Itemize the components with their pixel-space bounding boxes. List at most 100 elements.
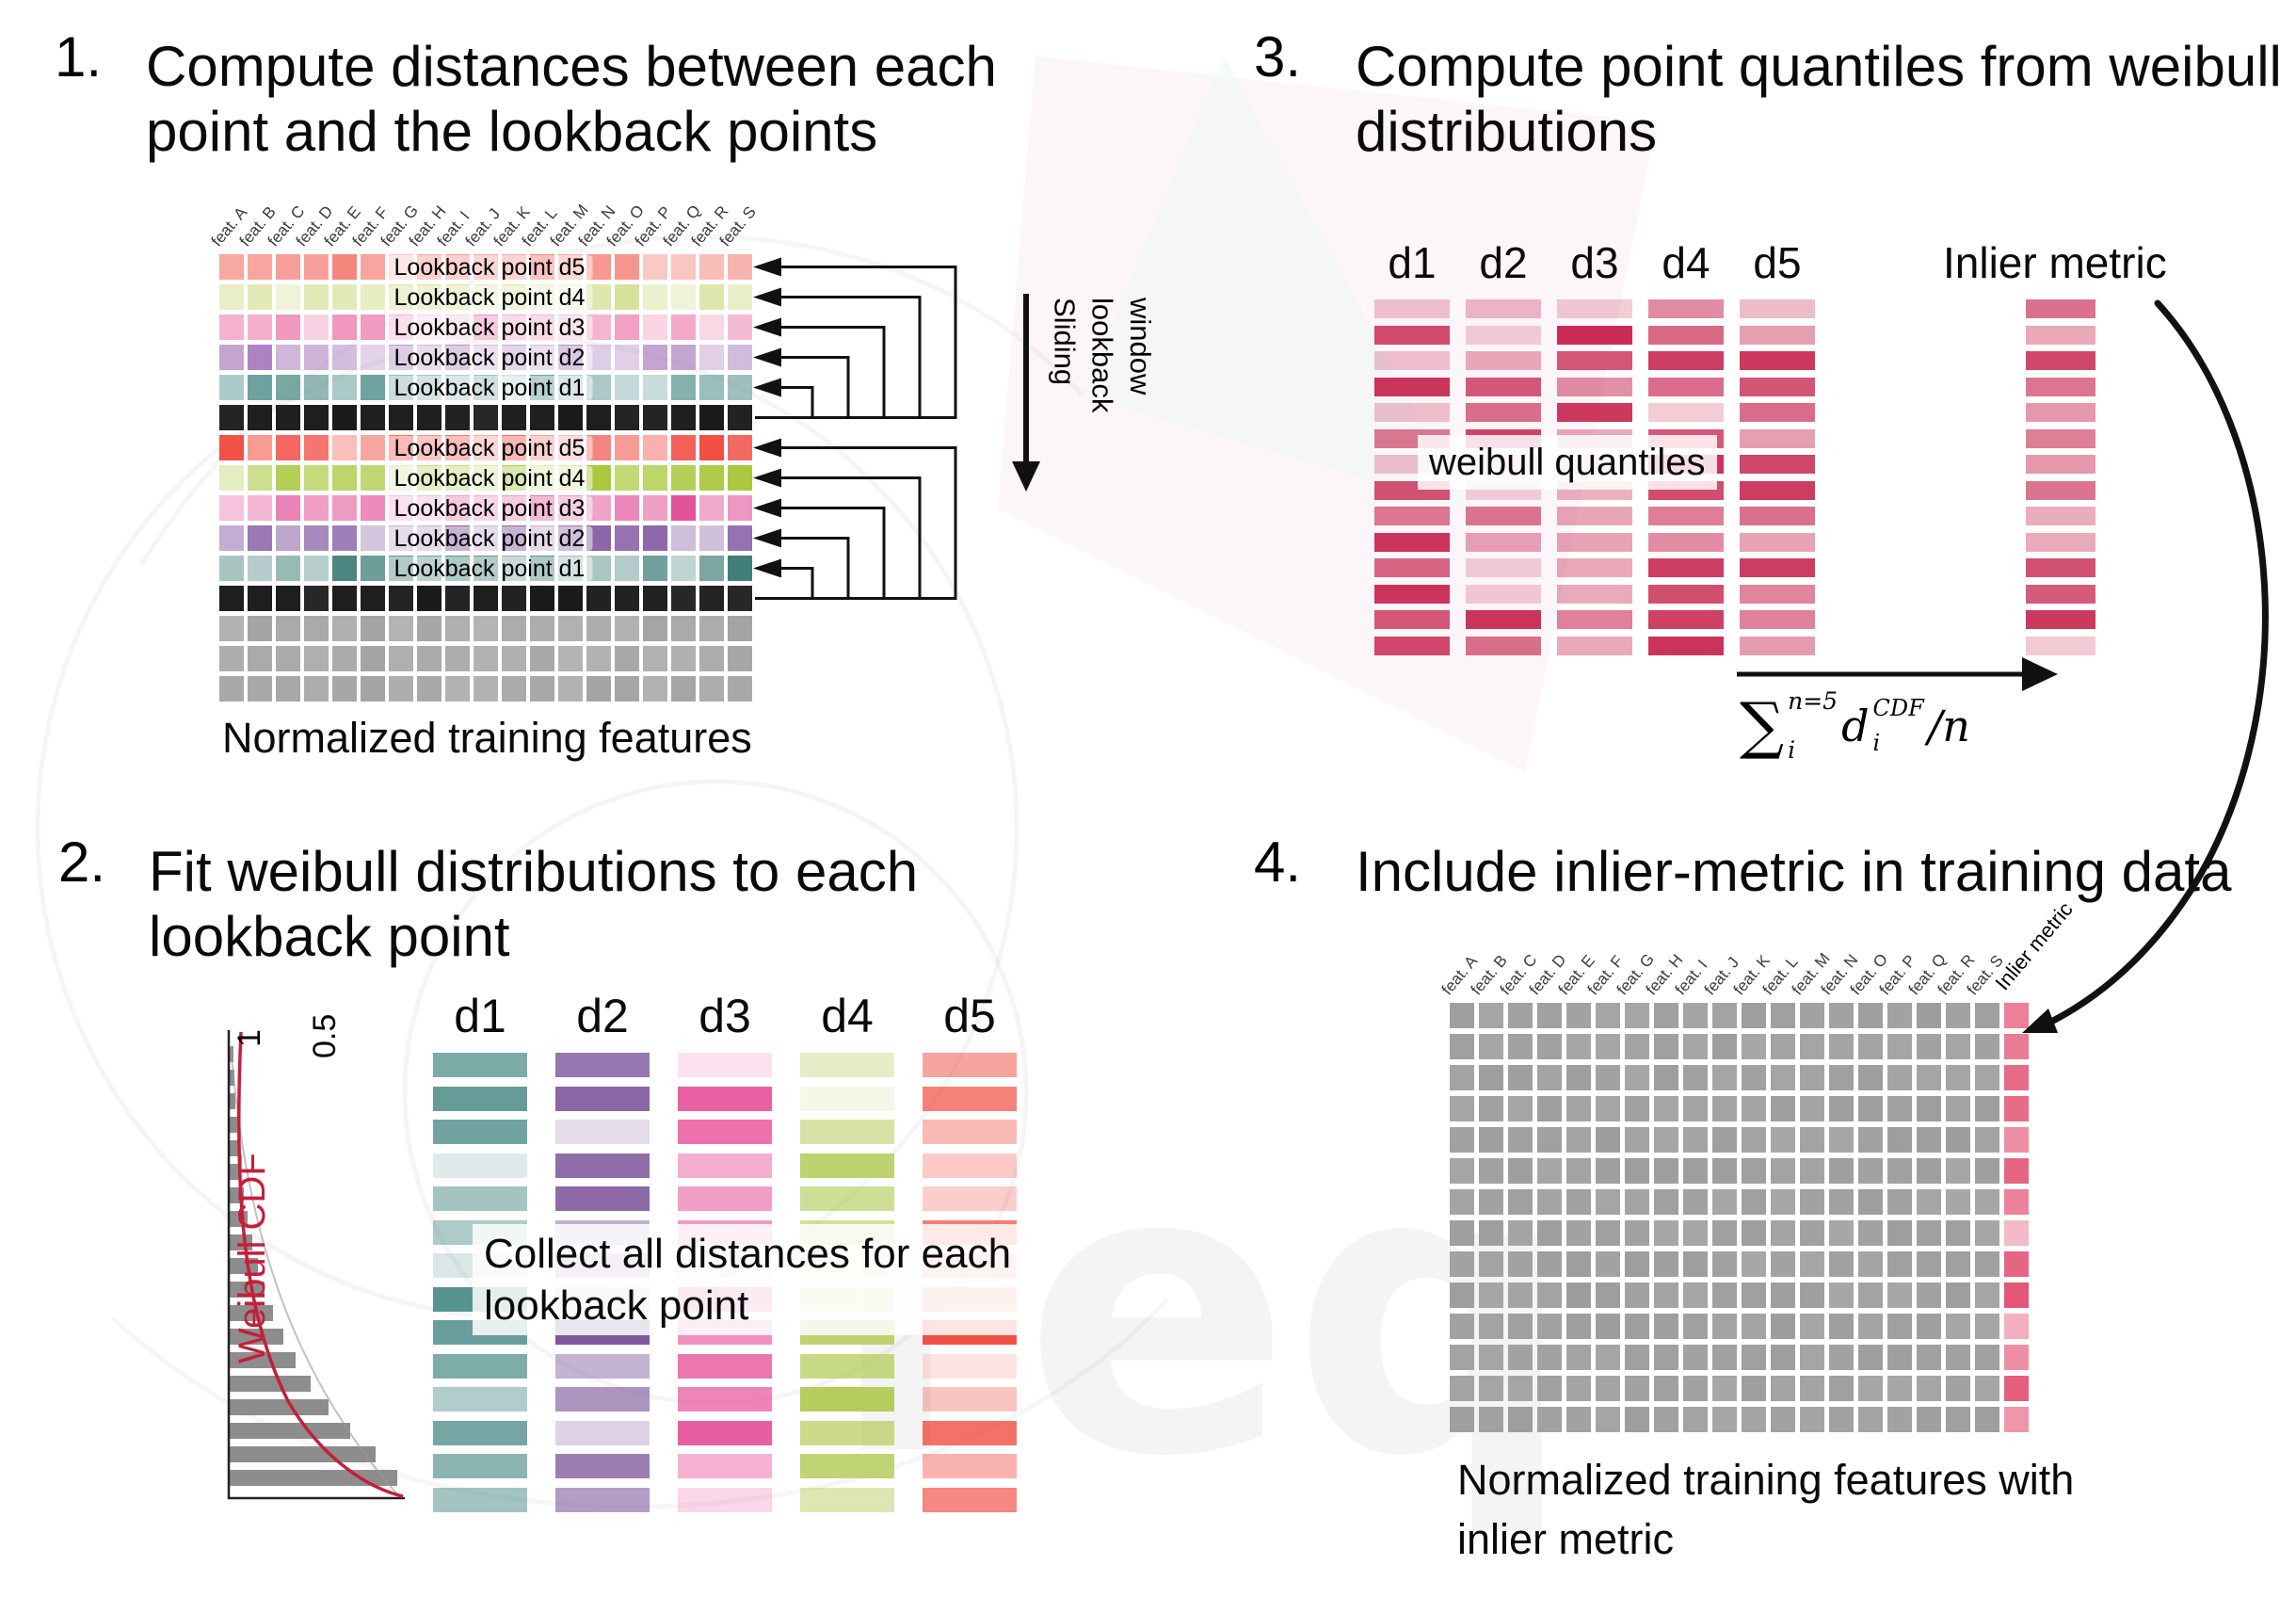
feature-cell (1566, 1314, 1591, 1339)
feature-cell (1596, 1220, 1620, 1246)
feature-cell (1917, 1314, 1941, 1339)
feature-cell (671, 375, 696, 400)
feature-cell (1683, 1345, 1708, 1370)
feature-cell (1829, 1034, 1854, 1059)
collect-distances-note: Collect all distances for each lookback … (473, 1224, 1037, 1335)
feature-cell (1625, 1251, 1649, 1277)
feature-cell (1683, 1407, 1708, 1432)
current-point-cell (728, 586, 752, 611)
feature-cell (1654, 1127, 1678, 1153)
feature-cell (1625, 1189, 1649, 1215)
quantile-bar (1740, 507, 1815, 525)
quantile-bar (1557, 377, 1632, 396)
inlier-metric-cell (2004, 1127, 2029, 1153)
future-point-cell (615, 676, 639, 702)
future-point-cell (276, 676, 300, 702)
quantile-mean-formula: ∑ n=5 i d CDF i /n (1740, 688, 1970, 763)
current-point-cell (586, 405, 611, 430)
feature-cell (1800, 1189, 1824, 1215)
future-point-cell (728, 676, 752, 702)
feature-cell (1975, 1251, 1999, 1277)
feature-cell (1596, 1376, 1620, 1401)
feature-cell (1683, 1376, 1708, 1401)
feature-cell (1858, 1096, 1883, 1121)
feature-cell (1596, 1189, 1620, 1215)
feature-cell (304, 375, 329, 400)
future-point-cell (332, 676, 357, 702)
feature-cell (643, 375, 667, 400)
distance-bar (800, 1353, 894, 1379)
distance-bar (678, 1353, 772, 1379)
distance-bar (800, 1186, 894, 1211)
future-point-cell (361, 646, 385, 671)
feature-cell (1479, 1189, 1503, 1215)
feature-cell (304, 556, 329, 581)
feature-cell (1625, 1220, 1649, 1246)
feature-cell (1858, 1127, 1883, 1153)
feature-cell (1654, 1003, 1678, 1028)
quantile-column-label: d2 (1479, 238, 1528, 287)
feature-cell (219, 525, 244, 551)
lookback-row-label: Lookback point d4 (386, 285, 593, 310)
future-point-cell (615, 616, 639, 641)
variable-superscript: CDF (1872, 695, 1924, 721)
quantile-bar (1557, 403, 1632, 422)
feature-cell (1742, 1251, 1766, 1277)
feature-cell (1712, 1096, 1737, 1121)
feature-cell (1450, 1282, 1474, 1308)
feature-cell (1742, 1189, 1766, 1215)
feature-cell (615, 375, 639, 400)
histogram-bar (230, 1305, 273, 1321)
feature-cell (276, 284, 300, 310)
feature-cell (1566, 1189, 1591, 1215)
distance-bar (678, 1186, 772, 1211)
future-point-cell (558, 676, 583, 702)
feature-cell (1450, 1314, 1474, 1339)
feature-cell (1450, 1034, 1474, 1059)
feature-cell (1566, 1065, 1591, 1090)
feature-cell (1450, 1065, 1474, 1090)
feature-cell (1771, 1034, 1795, 1059)
feature-cell (1683, 1158, 1708, 1184)
feature-cell (1450, 1158, 1474, 1184)
feature-cell (1771, 1065, 1795, 1090)
distance-bar (678, 1153, 772, 1178)
feature-cell (728, 315, 752, 340)
feature-cell (671, 556, 696, 581)
feature-cell (1887, 1065, 1912, 1090)
feature-cell (1887, 1251, 1912, 1277)
feature-cell (1946, 1220, 1970, 1246)
feature-cell (1800, 1158, 1824, 1184)
feature-cell (304, 284, 329, 310)
distance-bar (923, 1387, 1017, 1411)
distance-bar (555, 1186, 650, 1211)
feature-cell (332, 254, 357, 280)
feature-cell (1887, 1158, 1912, 1184)
feature-cell (1654, 1282, 1678, 1308)
quantile-bar (1740, 351, 1815, 370)
feature-cell (1537, 1189, 1562, 1215)
feature-cell (1479, 1096, 1503, 1121)
future-point-cell (389, 676, 413, 702)
feature-cell (1829, 1003, 1854, 1028)
feature-cell (1712, 1158, 1737, 1184)
feature-cell (728, 435, 752, 460)
quantile-bar (1740, 455, 1815, 474)
distance-bar (678, 1086, 772, 1111)
feature-cell (1596, 1034, 1620, 1059)
distance-bar (555, 1487, 650, 1512)
distance-bar (555, 1387, 650, 1411)
feature-cell (671, 284, 696, 310)
quantile-bar (1466, 403, 1541, 422)
feature-cell (1537, 1127, 1562, 1153)
feature-cell (1858, 1003, 1883, 1028)
lookback-row-label: Lookback point d2 (386, 526, 593, 551)
feature-cell (1566, 1034, 1591, 1059)
feature-cell (276, 435, 300, 460)
feature-cell (1625, 1158, 1649, 1184)
feature-cell (615, 465, 639, 491)
quantile-bar (1740, 610, 1815, 629)
feature-cell (1450, 1376, 1474, 1401)
quantile-bar (1557, 558, 1632, 577)
